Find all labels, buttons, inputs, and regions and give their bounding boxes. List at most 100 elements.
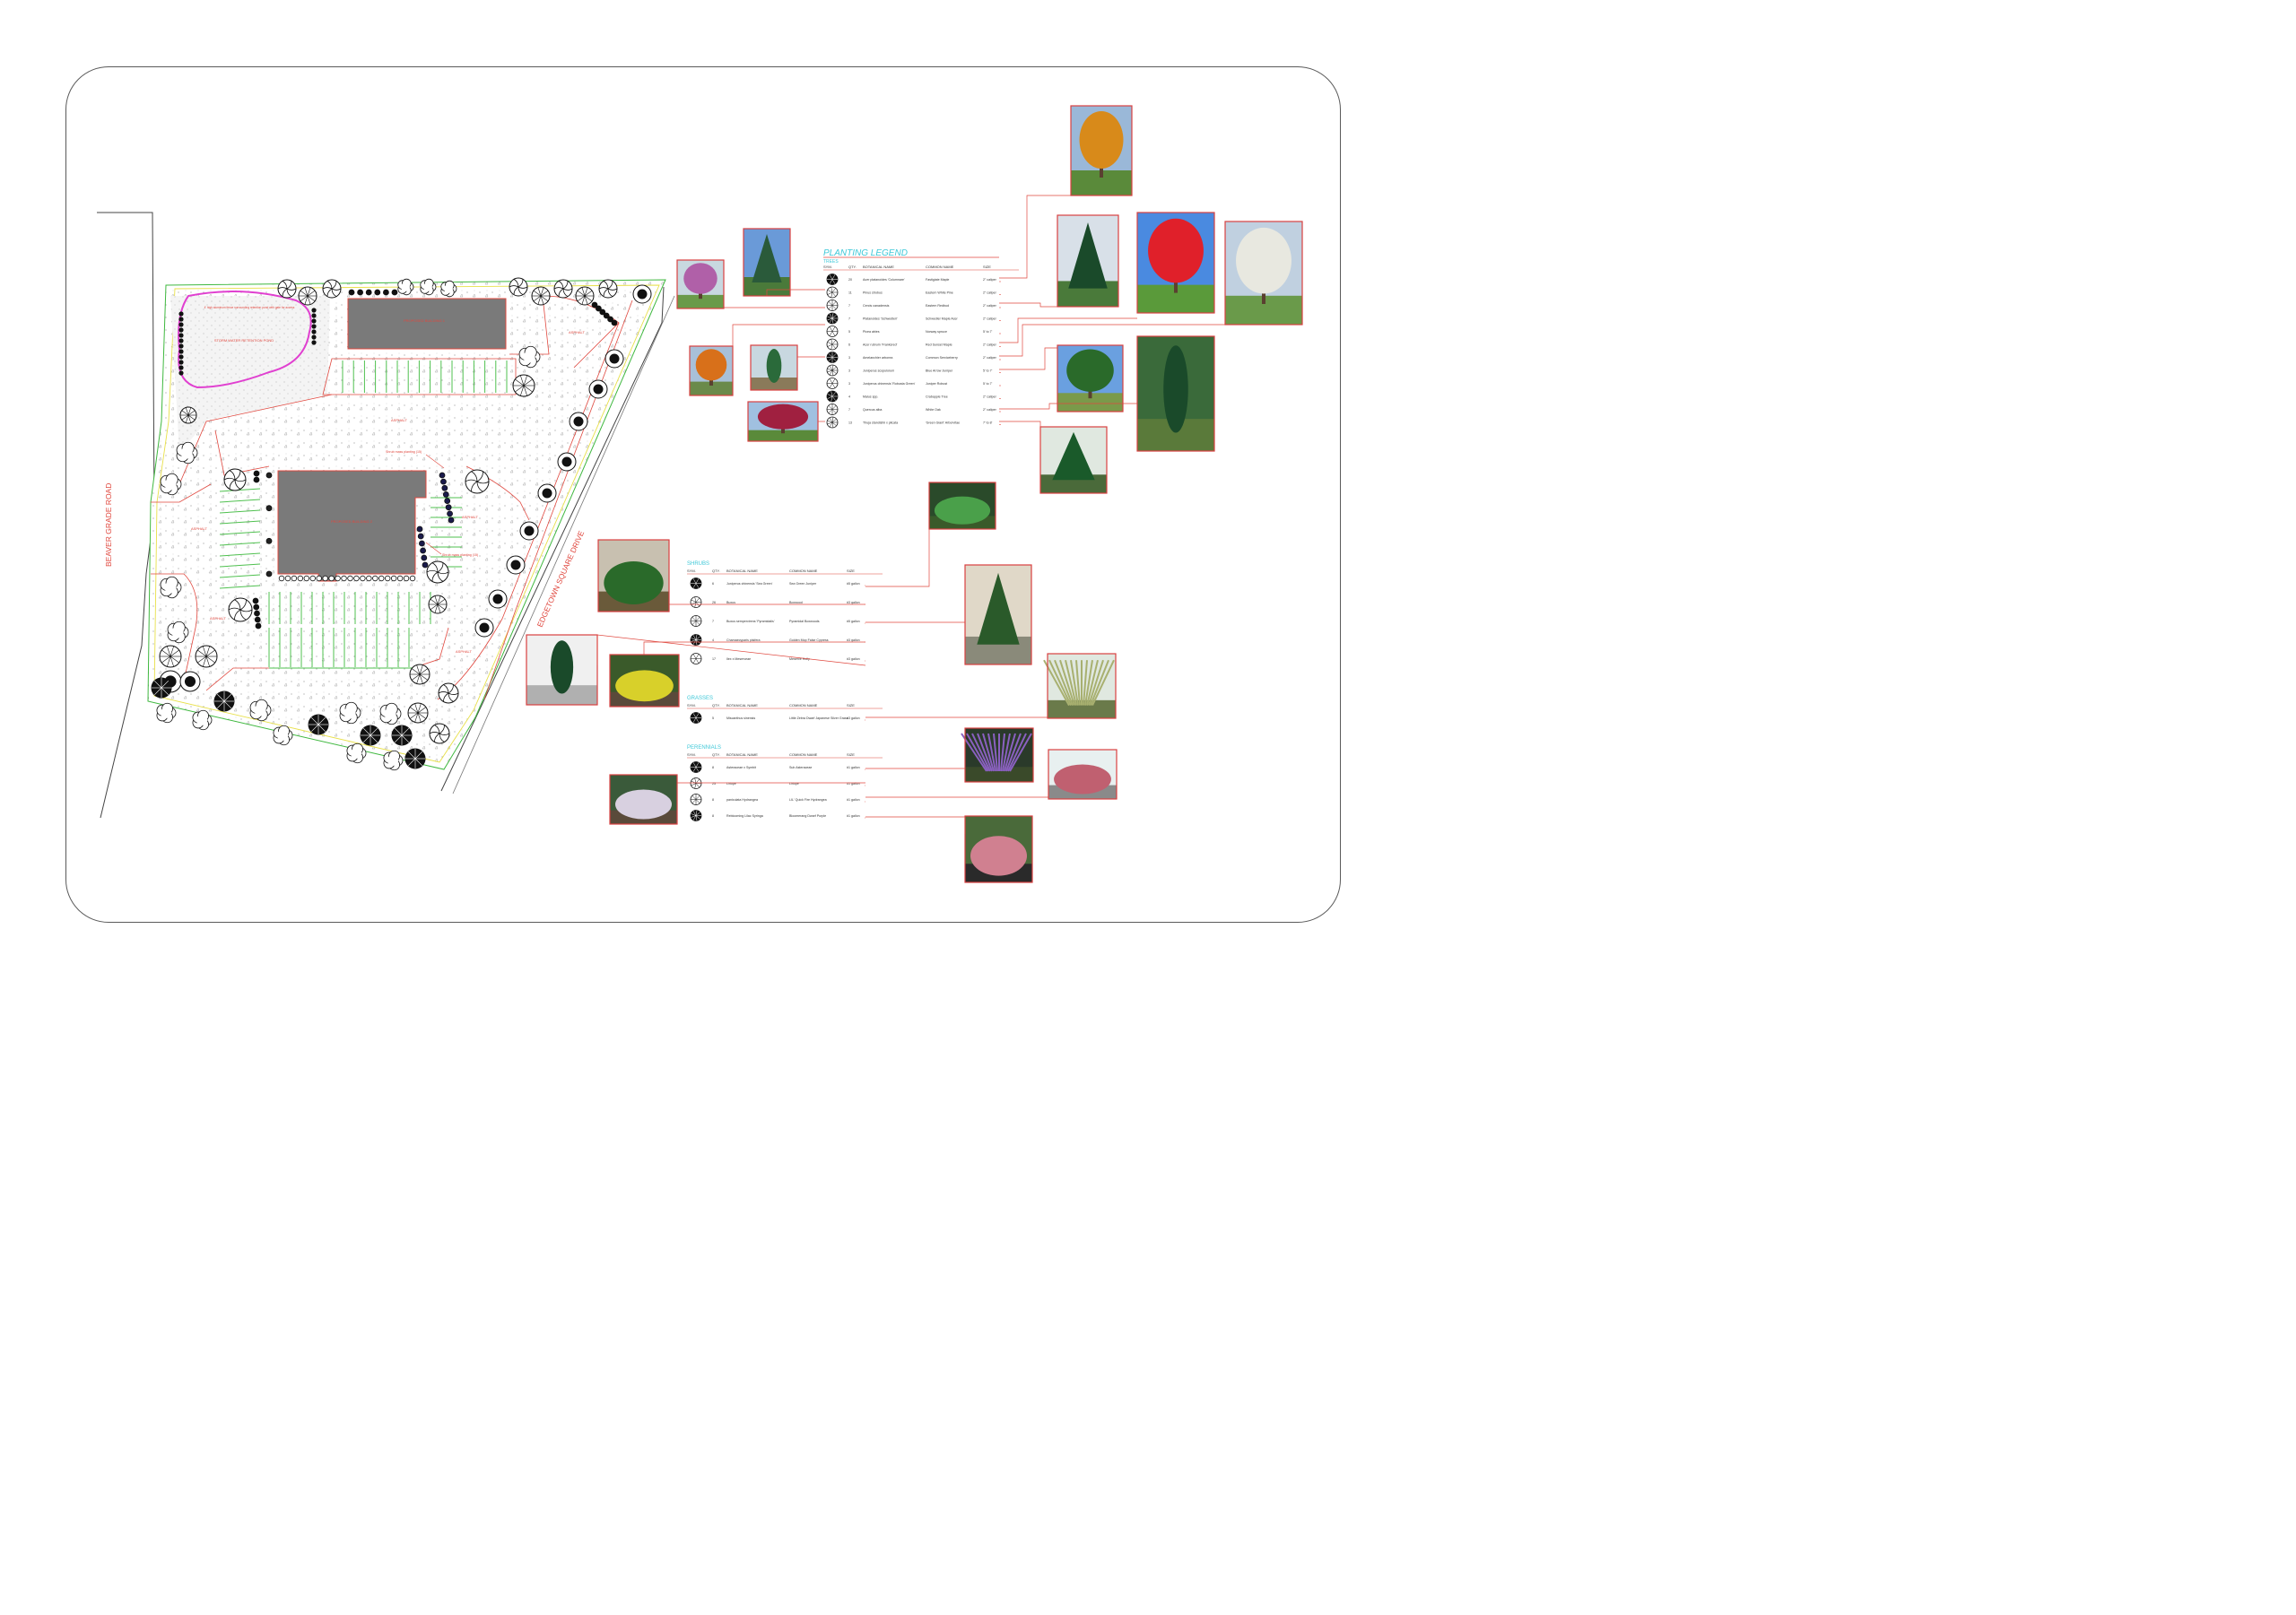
tree-symbol (632, 284, 652, 304)
tree-symbol (156, 702, 177, 724)
legend-symbol (690, 777, 702, 789)
hedge-shrub (253, 476, 260, 483)
hedge-shrub (448, 517, 455, 524)
photo-leader-line (732, 324, 825, 369)
tree-symbol (308, 714, 329, 735)
property-line (147, 279, 666, 770)
legend-cell: Bloomerang Dwarf Purple (789, 814, 826, 818)
legend-symbol (826, 378, 839, 389)
legend-cell: 17 (712, 657, 716, 661)
legend-column-header: SYM. (687, 703, 696, 708)
tree-symbol (488, 589, 508, 609)
hedge-shrub (316, 575, 322, 582)
hedge-shrub (417, 533, 424, 540)
pond-shrub (178, 317, 184, 322)
legend-cell: Pyramidal Boxwoods (789, 620, 820, 623)
legend-cell: 8 (712, 798, 714, 802)
legend-cell: Juniperus chinensis 'Sea Green' (726, 582, 773, 586)
tree-symbol (179, 406, 197, 424)
pond-shrub (178, 327, 184, 333)
legend-symbol (690, 712, 702, 724)
hedge-shrub (391, 289, 398, 296)
drive-curve-1 (214, 430, 270, 476)
perennials-heading: PERENNIALS (687, 745, 721, 751)
legend-symbol (690, 596, 702, 608)
legend-cell: 11 (848, 291, 852, 295)
pond-shrub (178, 338, 184, 343)
pond-shrub (178, 349, 184, 354)
legend-cell: Buxus sempervirens 'Pyramidalis' (726, 620, 775, 623)
tree-symbol (598, 279, 618, 299)
blue-arrow-juniper-photo (750, 344, 798, 391)
hedge-shrub (252, 597, 259, 604)
photo-leader-line (865, 529, 930, 587)
tree-symbol (429, 723, 450, 744)
tree-symbol (223, 468, 247, 491)
legend-cell: Liriope (789, 782, 799, 786)
hedge-shrub (445, 504, 452, 511)
drive-edge-2 (151, 483, 212, 503)
legend-cell: Miscanthus sinensis (726, 716, 755, 720)
legend-column-header: QTY. (712, 569, 720, 573)
trees-heading: TREES (823, 259, 839, 265)
hedge-shrub (382, 289, 389, 296)
pond-shrub (178, 360, 184, 365)
pond-shrub (178, 333, 184, 338)
legend-column-header: COMMON NAME (789, 752, 818, 757)
drawing-sheet: PROPOSED BUILDING 1 PROPOSED BUILDING 2 … (0, 0, 1399, 987)
hedge-shrub (254, 610, 260, 617)
arborvitae-column-photo (1136, 335, 1215, 452)
tree-symbol (159, 645, 182, 668)
white-oak-photo (1057, 344, 1124, 412)
legend-symbol (690, 615, 702, 627)
legend-cell: Liriope (726, 782, 736, 786)
legend-cell: 2" caliper (983, 304, 997, 308)
legend-cell: Pinus strobus (863, 291, 883, 295)
schwedler-maple-photo (689, 345, 734, 396)
serviceberry-photo (1224, 221, 1303, 326)
legend-symbol (690, 577, 702, 589)
tree-symbol (160, 576, 182, 599)
legend-cell: 20 (848, 278, 852, 282)
hedge-shrub (265, 537, 273, 544)
hedge-shrub (591, 301, 598, 308)
tree-symbol (404, 748, 426, 769)
tree-symbol (420, 278, 437, 296)
asphalt-label-5: ASPHALT (210, 616, 226, 621)
hedge-shrub (278, 575, 285, 582)
legend-cell: Platanoides 'Schwedleri' (863, 317, 898, 321)
hedge-shrub (607, 316, 613, 323)
tree-symbol (512, 374, 535, 397)
hedge-shrub (441, 484, 448, 491)
legend-cell: LIL' Quick Fire Hydrangea (789, 798, 827, 802)
legend-column-header: QTY. (848, 265, 857, 269)
legend-cell: Thuja standishii x plicata (863, 421, 898, 425)
pond-area (170, 296, 330, 453)
hedge-shrub (341, 575, 347, 582)
hedge-shrub (353, 575, 360, 582)
legend-cell: 3 (848, 356, 850, 360)
legend-column-header: SYM. (687, 752, 696, 757)
sheet-frame (65, 66, 1341, 923)
legend-cell: Crabapple Tree (926, 395, 948, 399)
tree-symbol (192, 709, 213, 731)
pond-shrub (311, 340, 317, 345)
legend-column-header: BOTANICAL NAME (863, 265, 894, 269)
hedge-shrub (603, 312, 610, 319)
meserve-holly-photo (526, 634, 598, 706)
legend-column-header: COMMON NAME (926, 265, 954, 269)
hedge-shrub (599, 308, 606, 316)
hedge-shrub (444, 498, 451, 504)
eastern-redbud-photo (676, 259, 725, 309)
legend-cell: #5 gallon (847, 582, 860, 586)
tree-symbol (474, 618, 494, 638)
golden-mop-photo (609, 654, 680, 708)
legend-cell: Buxus (726, 601, 735, 604)
photo-leader-line (999, 347, 1057, 370)
legend-symbol (826, 352, 839, 363)
legend-cell: 26 (712, 601, 716, 604)
asphalt-label-1: ASPHALT (569, 330, 585, 334)
legend-cell: Fastigiate Maple (926, 278, 949, 282)
legend-cell: paniculata Hydrangea (726, 798, 758, 802)
hedge-shrub (418, 540, 425, 547)
